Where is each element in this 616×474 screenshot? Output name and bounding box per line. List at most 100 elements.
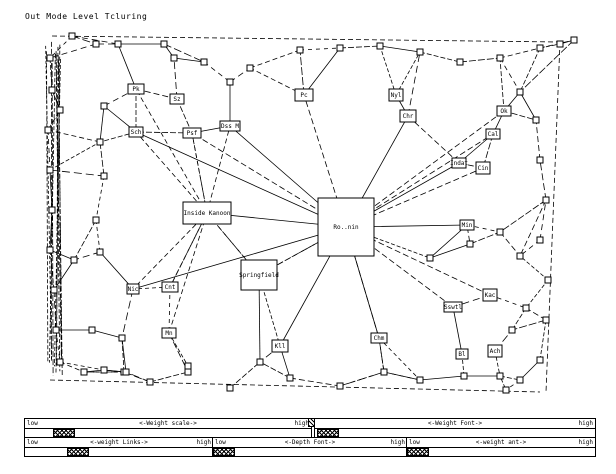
graph-node-small[interactable] [100,366,108,374]
graph-node-small[interactable] [542,196,550,204]
graph-node-small[interactable] [496,54,504,62]
graph-node-cnt[interactable]: Cnt [161,281,179,293]
graph-node-chr[interactable]: Chr [399,109,417,123]
graph-node-ok[interactable]: Ok [496,105,512,117]
slider-thumb[interactable] [213,448,235,456]
graph-node-small[interactable] [456,58,464,66]
graph-node-small[interactable] [380,368,388,376]
graph-node-kll[interactable]: Kll [271,339,289,353]
graph-node-box[interactable] [219,120,241,132]
graph-node-box[interactable] [443,301,463,313]
graph-node-box[interactable] [475,161,491,175]
graph-node-small[interactable] [570,36,578,44]
graph-node-box[interactable] [451,157,467,169]
graph-node-box[interactable] [240,259,278,291]
graph-node-small[interactable] [532,116,540,124]
graph-node-lower[interactable]: Springfield [239,259,279,291]
graph-node-small[interactable] [46,246,54,254]
graph-node-small[interactable] [516,376,524,384]
graph-node-small[interactable] [146,378,154,386]
graph-node-small[interactable] [96,248,104,256]
graph-node-box[interactable] [294,88,314,102]
graph-node-bl[interactable]: Bl [455,348,469,360]
graph-node-small[interactable] [544,276,552,284]
graph-node-ach[interactable]: Ach [487,344,503,358]
graph-node-small[interactable] [542,316,550,324]
graph-node-small[interactable] [46,166,54,174]
graph-node-box[interactable] [388,88,404,102]
graph-node-kac[interactable]: Kac [482,288,498,302]
graph-node-small[interactable] [536,236,544,244]
graph-node-box[interactable] [485,128,501,140]
graph-node-box[interactable] [317,197,375,257]
graph-node-small[interactable] [502,386,510,394]
graph-node-small[interactable] [296,46,304,54]
graph-node-small[interactable] [286,374,294,382]
graph-node-box[interactable] [161,281,179,293]
graph-node-small[interactable] [536,44,544,52]
graph-node-pk[interactable]: Pk [127,83,145,95]
graph-node-small[interactable] [184,362,192,370]
graph-node-chm[interactable]: Chm [370,332,388,344]
depth-font-slider[interactable]: low <-Depth Font-> high [212,437,408,457]
graph-node-small[interactable] [226,384,234,392]
graph-node-small[interactable] [56,106,64,114]
graph-node-small[interactable] [416,376,424,384]
weight-links-slider[interactable]: low <-weight Links-> high [24,437,214,457]
graph-node-center[interactable]: Ro..nin [317,197,375,257]
graph-node-small[interactable] [336,44,344,52]
graph-node-box[interactable] [482,288,498,302]
graph-node-small[interactable] [92,40,100,48]
graph-node-ind[interactable]: Indat [450,157,468,169]
graph-node-box[interactable] [370,332,388,344]
graph-node-sz[interactable]: Sz [169,93,185,105]
graph-node-box[interactable] [128,126,144,138]
graph-node-mn[interactable]: Mn [161,327,177,339]
graph-node-small[interactable] [52,326,60,334]
graph-node-box[interactable] [271,339,289,353]
graph-node-box[interactable] [455,348,469,360]
graph-node-box[interactable] [169,93,185,105]
graph-node-small[interactable] [92,216,100,224]
graph-node-small[interactable] [416,48,424,56]
graph-node-small[interactable] [80,368,88,376]
graph-node-small[interactable] [522,304,530,312]
graph-node-psf[interactable]: Psf [182,127,202,139]
graph-node-nic[interactable]: Nic [126,283,140,295]
graph-node-small[interactable] [44,126,52,134]
graph-node-small[interactable] [496,372,504,380]
graph-node-small[interactable] [88,326,96,334]
graph-node-small[interactable] [100,172,108,180]
graph-node-box[interactable] [496,105,512,117]
weight-ant-slider[interactable]: low <-weight ant-> high [406,437,596,457]
graph-node-small[interactable] [56,358,64,366]
graph-node-small[interactable] [68,32,76,40]
graph-node-lcenter[interactable]: Inside Kanoon [182,201,232,225]
graph-node-small[interactable] [516,252,524,260]
graph-node-small[interactable] [256,358,264,366]
graph-node-small[interactable] [160,40,168,48]
graph-node-min[interactable]: Min [459,219,475,231]
graph-node-box[interactable] [182,127,202,139]
graph-node-box[interactable] [161,327,177,339]
graph-node-small[interactable] [48,206,56,214]
slider-thumb[interactable] [317,429,339,437]
graph-node-small[interactable] [184,368,192,376]
graph-node-cal[interactable]: Cal [485,128,501,140]
graph-node-ny[interactable]: Nyl [388,88,404,102]
graph-node-ssw[interactable]: Sswtl [443,301,463,313]
graph-node-small[interactable] [70,256,78,264]
graph-node-small[interactable] [246,64,254,72]
slider-thumb[interactable] [53,429,75,437]
graph-node-box[interactable] [487,344,503,358]
graph-node-small[interactable] [508,326,516,334]
graph-node-small[interactable] [200,58,208,66]
graph-node-cin[interactable]: Cin [475,161,491,175]
graph-node-small[interactable] [536,156,544,164]
graph-node-small[interactable] [122,368,130,376]
graph-node-small[interactable] [460,372,468,380]
weight-font-slider[interactable]: <-Weight Font-> high [314,418,596,438]
graph-node-small[interactable] [226,78,234,86]
graph-node-small[interactable] [466,240,474,248]
